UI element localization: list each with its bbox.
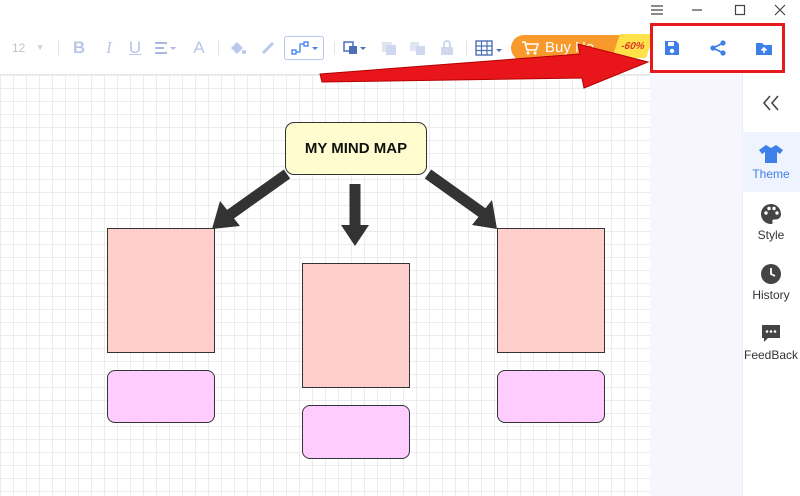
lock-icon[interactable] xyxy=(436,36,458,60)
tab-style[interactable]: Style xyxy=(742,192,800,252)
tab-theme-label: Theme xyxy=(752,166,790,181)
group-icon[interactable] xyxy=(378,36,400,60)
text-align-button[interactable] xyxy=(152,36,178,60)
tab-style-label: Style xyxy=(757,227,785,242)
export-button[interactable] xyxy=(749,35,779,61)
child-node-middle[interactable] xyxy=(302,263,410,388)
underline-button[interactable]: U xyxy=(128,38,142,57)
line-color-icon[interactable] xyxy=(258,36,278,60)
sub-node-left[interactable] xyxy=(107,370,215,423)
tab-theme[interactable]: Theme xyxy=(742,132,800,192)
save-icon xyxy=(665,41,679,55)
table-icon xyxy=(475,40,502,56)
root-node[interactable]: MY MIND MAP xyxy=(285,122,427,175)
close-icon[interactable] xyxy=(765,0,795,20)
child-node-left[interactable] xyxy=(107,228,215,353)
double-chevron-left-icon xyxy=(762,95,779,111)
sub-node-right[interactable] xyxy=(497,370,605,423)
tab-history[interactable]: History xyxy=(742,252,800,312)
cart-icon xyxy=(522,41,539,55)
arrange-button[interactable] xyxy=(342,36,368,60)
ungroup-icon[interactable] xyxy=(406,36,428,60)
maximize-icon[interactable] xyxy=(725,0,755,20)
fill-bucket-icon[interactable] xyxy=(228,36,248,60)
connector-icon xyxy=(291,41,318,55)
font-size-select[interactable]: 12 ▼ xyxy=(6,37,48,59)
save-button[interactable] xyxy=(657,35,687,61)
collapse-panel-button[interactable] xyxy=(742,78,800,128)
title-bar xyxy=(0,0,800,22)
italic-button[interactable]: I xyxy=(106,38,112,57)
tab-feedback-label: FeedBack xyxy=(743,347,799,362)
toolbar-divider xyxy=(466,41,467,55)
bold-button[interactable]: B xyxy=(72,38,86,57)
font-color-button[interactable]: A xyxy=(193,38,205,57)
child-node-right[interactable] xyxy=(497,228,605,353)
share-icon xyxy=(710,40,726,56)
toolbar-divider xyxy=(334,41,335,55)
cloud-upload-icon xyxy=(756,43,772,55)
toolbar-divider xyxy=(218,41,219,55)
font-size-value: 12 xyxy=(12,41,26,55)
tab-feedback[interactable]: FeedBack xyxy=(742,312,800,372)
buy-now-label: Buy No xyxy=(545,39,595,56)
arrange-icon xyxy=(343,41,366,54)
palette-icon xyxy=(761,203,781,224)
share-button[interactable] xyxy=(703,35,733,61)
clock-icon xyxy=(761,263,781,284)
tab-history-label: History xyxy=(752,287,790,302)
align-icon xyxy=(155,42,176,54)
chat-bubble-icon xyxy=(762,324,780,342)
tshirt-icon xyxy=(759,144,783,163)
chevron-down-icon: ▼ xyxy=(36,43,44,52)
hamburger-menu-icon[interactable] xyxy=(642,0,672,20)
connector-style-button[interactable] xyxy=(284,36,324,60)
table-button[interactable] xyxy=(474,36,504,60)
toolbar-divider xyxy=(58,41,59,55)
sub-node-middle[interactable] xyxy=(302,405,410,459)
minimize-icon[interactable] xyxy=(682,0,712,20)
